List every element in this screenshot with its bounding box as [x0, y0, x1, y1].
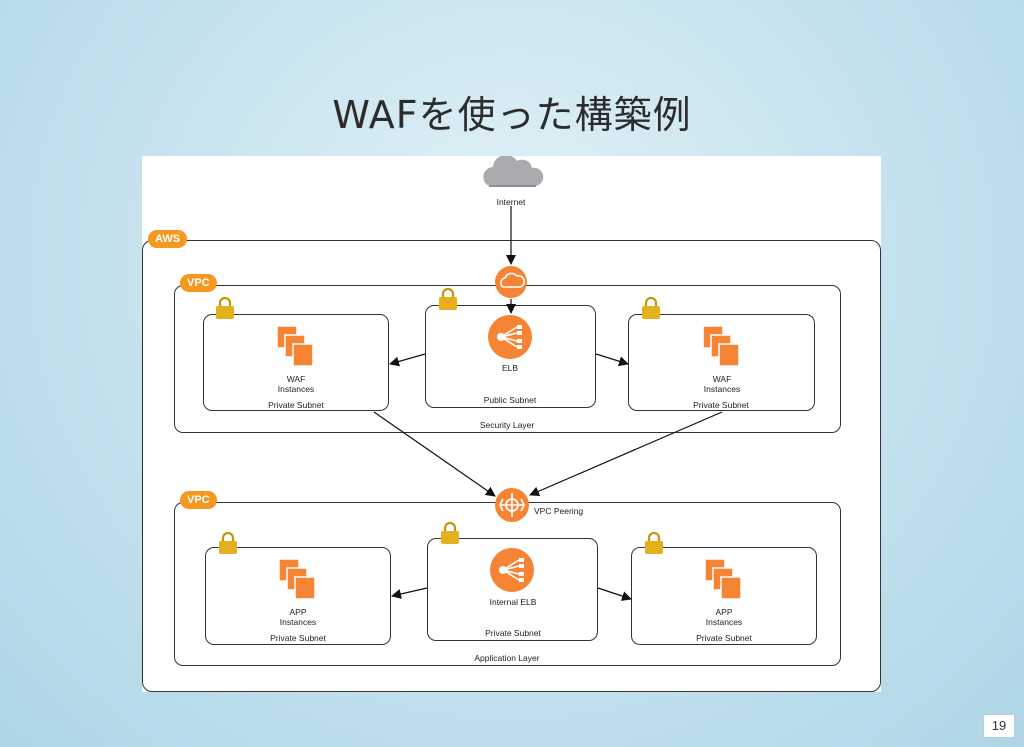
security-center-subnet-label: Public Subnet: [483, 395, 537, 405]
aws-tag: AWS: [148, 230, 188, 248]
application-left-instances-label: APP Instances: [279, 607, 317, 627]
lock-icon: [439, 521, 461, 546]
internal-elb-icon: [489, 547, 535, 593]
lock-icon: [214, 296, 236, 321]
waf-instances-right-icon: [702, 325, 740, 367]
app-instances-right-icon: [704, 558, 742, 600]
waf-instances-left-icon: [276, 325, 314, 367]
application-center-subnet-label: Private Subnet: [485, 628, 541, 638]
application-right-instances-label: APP Instances: [705, 607, 743, 627]
internet-cloud-icon: [483, 156, 544, 187]
security-right-instances-label: WAF Instances: [703, 374, 741, 394]
internet-gateway-icon: [495, 266, 527, 298]
diagram-graphics: [214, 156, 742, 601]
internet-label: Internet: [496, 197, 526, 207]
application-vpc-tag: VPC: [180, 491, 217, 509]
lock-icon: [437, 287, 459, 312]
connection-arrows: [373, 206, 723, 601]
lock-icon: [217, 531, 239, 556]
elb-label: ELB: [501, 363, 519, 373]
app-instances-left-icon: [278, 558, 316, 600]
lock-icon: [640, 296, 662, 321]
security-right-subnet-label: Private Subnet: [693, 400, 749, 410]
application-layer-label: Application Layer: [474, 653, 540, 663]
slide-title: WAFを使った構築例: [332, 93, 692, 137]
page-number: 19: [983, 714, 1015, 738]
elb-icon: [487, 314, 533, 360]
application-left-subnet-label: Private Subnet: [270, 633, 326, 643]
vpc-peering-label: VPC Peering: [534, 506, 584, 516]
security-layer-label: Security Layer: [479, 420, 535, 430]
application-right-subnet-label: Private Subnet: [696, 633, 752, 643]
security-left-instances-label: WAF Instances: [277, 374, 315, 394]
security-vpc-tag: VPC: [180, 274, 217, 292]
lock-icon: [643, 531, 665, 556]
vpc-peering-icon: [495, 488, 529, 522]
internal-elb-label: Internal ELB: [489, 597, 537, 607]
security-left-subnet-label: Private Subnet: [268, 400, 324, 410]
architecture-diagram: AWS VPC Security Layer WAF Instances Pri…: [142, 156, 881, 692]
